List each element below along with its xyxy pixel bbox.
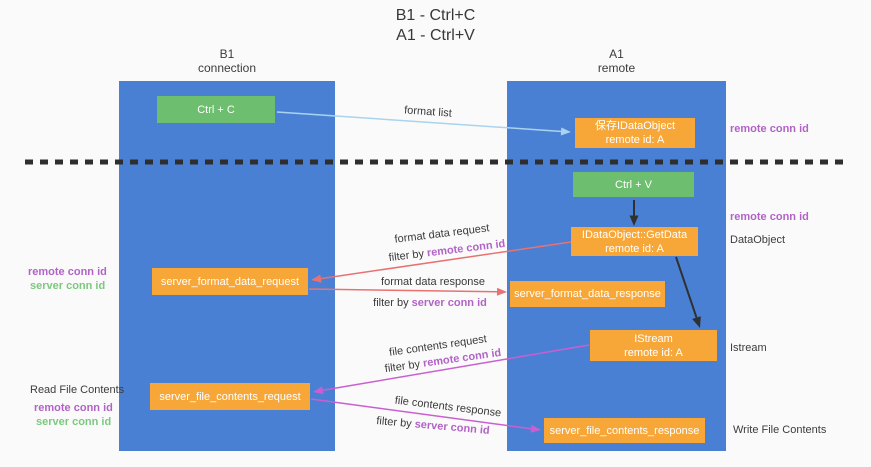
node-server-format-data-request: server_format_data_request xyxy=(152,268,308,295)
node-istream: IStream remote id: A xyxy=(590,330,717,361)
format-response-arrow xyxy=(308,288,498,293)
file-request-label: server_file_contents_request xyxy=(159,390,301,403)
remote-conn-id-mid-label: remote conn id xyxy=(730,211,809,223)
diagram-title: B1 - Ctrl+C A1 - Ctrl+V xyxy=(0,6,871,46)
lifeline-right-name: A1 xyxy=(609,47,624,61)
write-file-contents-label: Write File Contents xyxy=(733,424,827,436)
left-server-conn-id-label: server conn id xyxy=(30,280,106,292)
bottom-server-conn-id-label: server conn id xyxy=(36,416,112,428)
remote-conn-id-text: remote conn id xyxy=(426,237,506,260)
title-line-2: A1 - Ctrl+V xyxy=(396,27,475,44)
format-list-label: format list xyxy=(403,104,453,120)
node-save-idataobject: 保存IDataObject remote id: A xyxy=(575,118,695,148)
dataobject-label: DataObject xyxy=(730,234,786,246)
istream-line1: IStream xyxy=(634,332,673,345)
getdata-line2: remote id: A xyxy=(605,242,664,255)
filter-by-text: filter by xyxy=(388,247,428,265)
server-conn-id-text: server conn id xyxy=(414,418,491,437)
file-response-filter-label: filter by server conn id xyxy=(376,415,490,437)
server-conn-id-text: server conn id xyxy=(411,297,487,309)
save-idataobject-line1: 保存IDataObject xyxy=(594,120,676,132)
bottom-remote-conn-id-label: remote conn id xyxy=(34,402,113,414)
save-idataobject-line2: remote id: A xyxy=(605,134,665,146)
format-response-label: server_format_data_response xyxy=(514,288,661,300)
filter-by-text: filter by xyxy=(375,415,416,431)
node-ctrl-v: Ctrl + V xyxy=(573,172,694,197)
node-idataobject-getdata: IDataObject::GetData remote id: A xyxy=(571,227,698,256)
lifeline-header-left: B1 connection xyxy=(119,47,335,75)
lifeline-left-role: connection xyxy=(197,61,257,75)
ctrl-v-label: Ctrl + V xyxy=(615,178,652,191)
ctrl-c-label: Ctrl + C xyxy=(197,103,235,116)
lifeline-header-right: A1 remote xyxy=(507,47,726,75)
getdata-line1: IDataObject::GetData xyxy=(581,228,688,241)
node-server-file-contents-request: server_file_contents_request xyxy=(150,383,310,410)
filter-by-text: filter by xyxy=(384,357,424,376)
file-response-label: server_file_contents_response xyxy=(549,424,700,437)
node-ctrl-c: Ctrl + C xyxy=(157,96,275,123)
node-server-format-data-response: server_format_data_response xyxy=(510,281,665,307)
format-response-arrowhead xyxy=(496,287,507,296)
title-line-1: B1 - Ctrl+C xyxy=(395,7,476,24)
lifeline-left-name: B1 xyxy=(219,47,235,61)
format-request-label: server_format_data_request xyxy=(160,275,300,288)
format-data-response-label: format data response xyxy=(381,276,485,288)
format-response-filter-label: filter by server conn id xyxy=(373,297,487,309)
file-contents-response-label: file contents response xyxy=(394,394,502,420)
lifeline-right-role: remote xyxy=(597,61,636,75)
istream-line2: remote id: A xyxy=(624,346,683,359)
remote-conn-id-top-label: remote conn id xyxy=(730,123,809,135)
filter-by-text: filter by xyxy=(373,297,412,309)
node-server-file-contents-response: server_file_contents_response xyxy=(544,418,705,443)
istream-side-label: Istream xyxy=(730,342,767,354)
read-file-contents-label: Read File Contents xyxy=(30,384,125,396)
left-remote-conn-id-label: remote conn id xyxy=(28,266,107,278)
